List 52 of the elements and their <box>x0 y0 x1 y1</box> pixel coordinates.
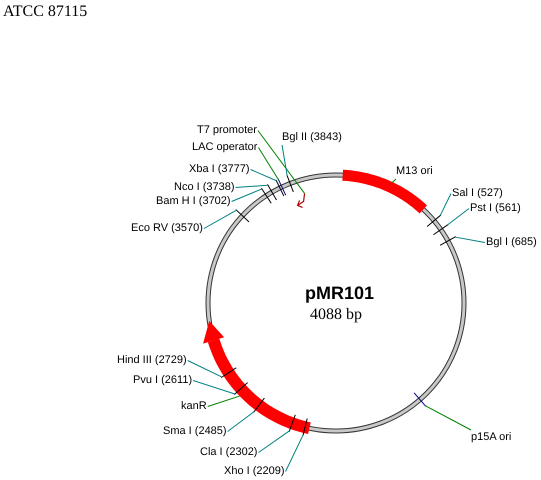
site-tick <box>286 174 294 192</box>
site-label: Pst I (561) <box>470 202 521 215</box>
site-label: Eco RV (3570) <box>131 222 203 235</box>
site-tick <box>260 188 272 204</box>
site-tick <box>288 414 296 432</box>
leader-line <box>258 430 290 453</box>
site-label: Cla I (2302) <box>200 446 258 459</box>
leader-line <box>446 208 470 226</box>
site-tick <box>302 418 308 436</box>
site-label: Xho I (2209) <box>224 465 285 478</box>
site-tick <box>267 184 277 200</box>
site-tick <box>440 236 456 246</box>
site-label: p15A ori <box>471 431 512 444</box>
plasmid-size: 4088 bp <box>310 306 362 324</box>
site-tick <box>432 224 449 236</box>
site-tick <box>235 209 250 222</box>
site-label: Sal I (527) <box>452 187 503 200</box>
site-tick <box>426 214 442 227</box>
site-label: Sma I (2485) <box>163 425 227 438</box>
leader-line <box>454 236 486 243</box>
promoter-symbol <box>296 192 306 208</box>
leader-line <box>424 405 472 430</box>
site-label: Xba I (3777) <box>189 163 250 176</box>
leader-line <box>440 193 452 216</box>
site-label: Nco I (3738) <box>174 181 235 194</box>
leader-line <box>257 130 306 194</box>
site-label: Pvu I (2611) <box>133 374 192 387</box>
leader-line <box>258 147 280 180</box>
plasmid-name: pMR101 <box>305 283 374 304</box>
site-label: Hind III (2729) <box>117 354 187 367</box>
leader-line <box>203 210 238 229</box>
site-label: LAC operator <box>192 141 258 154</box>
site-tick <box>278 178 286 196</box>
leader-line <box>235 184 268 188</box>
title: ATCC 87115 <box>3 3 88 21</box>
site-label: M13 ori <box>396 165 433 178</box>
site-label: Bgl II (3843) <box>282 131 342 144</box>
leader-line <box>192 380 236 394</box>
site-tick <box>414 392 426 407</box>
site-tick <box>275 179 284 197</box>
leader-line <box>227 411 255 432</box>
leader-line <box>392 178 396 183</box>
site-label: kanR <box>181 400 207 413</box>
site-label: Bam H I (3702) <box>156 195 231 208</box>
leader-line <box>282 144 288 177</box>
leader-line <box>285 434 304 472</box>
leader-line <box>250 169 277 182</box>
leader-line <box>187 360 222 378</box>
leader-line <box>207 396 240 407</box>
leader-line <box>231 188 262 202</box>
site-label: T7 promoter <box>197 124 257 137</box>
site-label: Bgl I (685) <box>486 236 537 249</box>
